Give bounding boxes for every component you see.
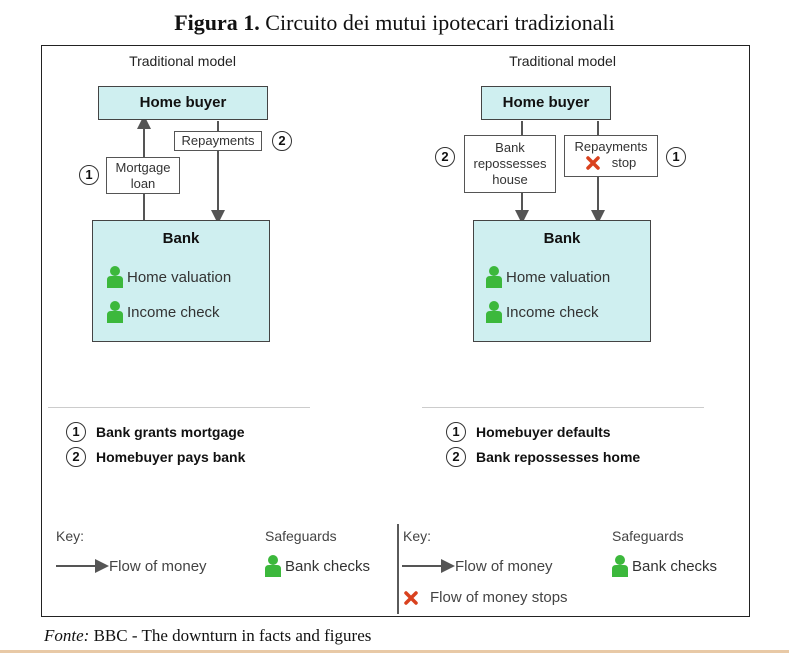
right-key-label: Key:: [403, 528, 432, 544]
left-check-label-1: Home valuation: [127, 268, 232, 286]
right-legend-2: 2 Bank repossesses home: [446, 447, 640, 467]
left-legend-1-badge: 1: [66, 422, 86, 442]
left-key-label: Key:: [56, 528, 85, 544]
right-step2-badge: 2: [435, 147, 455, 167]
right-key-stop: Flow of money stops: [404, 589, 568, 606]
figure-title: Figura 1. Circuito dei mutui ipotecari t…: [0, 10, 789, 36]
right-safeguards-item: Bank checks: [612, 555, 717, 577]
left-check-home-valuation: Home valuation: [107, 266, 231, 288]
left-legend-1-text: Bank grants mortgage: [96, 424, 245, 440]
figure-source: Fonte: BBC - The downturn in facts and f…: [44, 626, 371, 646]
left-safeguards-item: Bank checks: [265, 555, 370, 577]
left-bank-box: Bank Home valuation Income check: [92, 220, 270, 342]
source-text: BBC - The downturn in facts and figures: [89, 626, 372, 645]
stop-cross-icon: [585, 156, 600, 170]
left-check-income: Income check: [107, 301, 220, 323]
source-label: Fonte:: [44, 626, 90, 645]
left-panel-title: Traditional model: [129, 53, 236, 69]
person-check-icon: [612, 555, 628, 577]
person-check-icon: [107, 301, 123, 323]
left-key-flow: Flow of money: [109, 558, 207, 575]
right-bank-label: Bank: [543, 230, 581, 247]
left-mortgage-line1: Mortgage: [115, 160, 171, 175]
person-check-icon: [265, 555, 281, 577]
left-mortgage-line2: loan: [130, 176, 156, 191]
right-check-label-2: Income check: [506, 303, 599, 321]
right-stop-line2: stop: [611, 155, 637, 170]
right-home-buyer-box: Home buyer: [481, 86, 611, 120]
right-check-income: Income check: [486, 301, 599, 323]
left-safeguards-label: Safeguards: [265, 528, 337, 544]
left-safeguards-text: Bank checks: [285, 557, 371, 575]
right-panel-title: Traditional model: [509, 53, 616, 69]
right-repossess-line1: Bank: [495, 140, 525, 155]
right-repossess-line2: repossesses: [473, 156, 547, 171]
right-legend-2-badge: 2: [446, 447, 466, 467]
right-repossess-line3: house: [492, 172, 528, 187]
right-safeguards-text: Bank checks: [632, 557, 718, 575]
left-mortgage-loan-label: Mortgage loan: [106, 157, 180, 194]
diagram-frame: [41, 45, 750, 617]
right-check-home-valuation: Home valuation: [486, 266, 610, 288]
right-stop-line1: Repayments: [574, 139, 648, 154]
right-key-stop-text: Flow of money stops: [430, 589, 568, 606]
left-divider: [48, 407, 310, 408]
right-safeguards-label: Safeguards: [612, 528, 684, 544]
right-legend-2-text: Bank repossesses home: [476, 449, 641, 465]
person-check-icon: [107, 266, 123, 288]
left-check-label-2: Income check: [127, 303, 220, 321]
right-divider: [422, 407, 704, 408]
left-repayments-label: Repayments: [174, 131, 262, 151]
bottom-rule: [0, 650, 789, 653]
left-legend-2-text: Homebuyer pays bank: [96, 449, 246, 465]
right-key-flow: Flow of money: [455, 558, 553, 575]
left-step1-badge: 1: [79, 165, 99, 185]
person-check-icon: [486, 266, 502, 288]
right-bank-box: Bank Home valuation Income check: [473, 220, 651, 342]
figure-caption: Circuito dei mutui ipotecari tradizional…: [259, 10, 615, 35]
right-check-label-1: Home valuation: [506, 268, 611, 286]
right-legend-1-text: Homebuyer defaults: [476, 424, 611, 440]
right-repossess-label: Bank repossesses house: [464, 135, 556, 193]
right-legend-1-badge: 1: [446, 422, 466, 442]
right-stop-line2-row: stop: [565, 155, 657, 171]
left-step2-badge: 2: [272, 131, 292, 151]
left-bank-label: Bank: [162, 230, 200, 247]
left-home-buyer-box: Home buyer: [98, 86, 268, 120]
right-repayments-stop-label: Repayments stop: [564, 135, 658, 177]
person-check-icon: [486, 301, 502, 323]
right-legend-1: 1 Homebuyer defaults: [446, 422, 611, 442]
left-legend-2: 2 Homebuyer pays bank: [66, 447, 245, 467]
stop-cross-icon: [404, 590, 418, 605]
figure-number: Figura 1.: [174, 10, 260, 35]
left-legend-1: 1 Bank grants mortgage: [66, 422, 245, 442]
right-step1-badge: 1: [666, 147, 686, 167]
left-legend-2-badge: 2: [66, 447, 86, 467]
